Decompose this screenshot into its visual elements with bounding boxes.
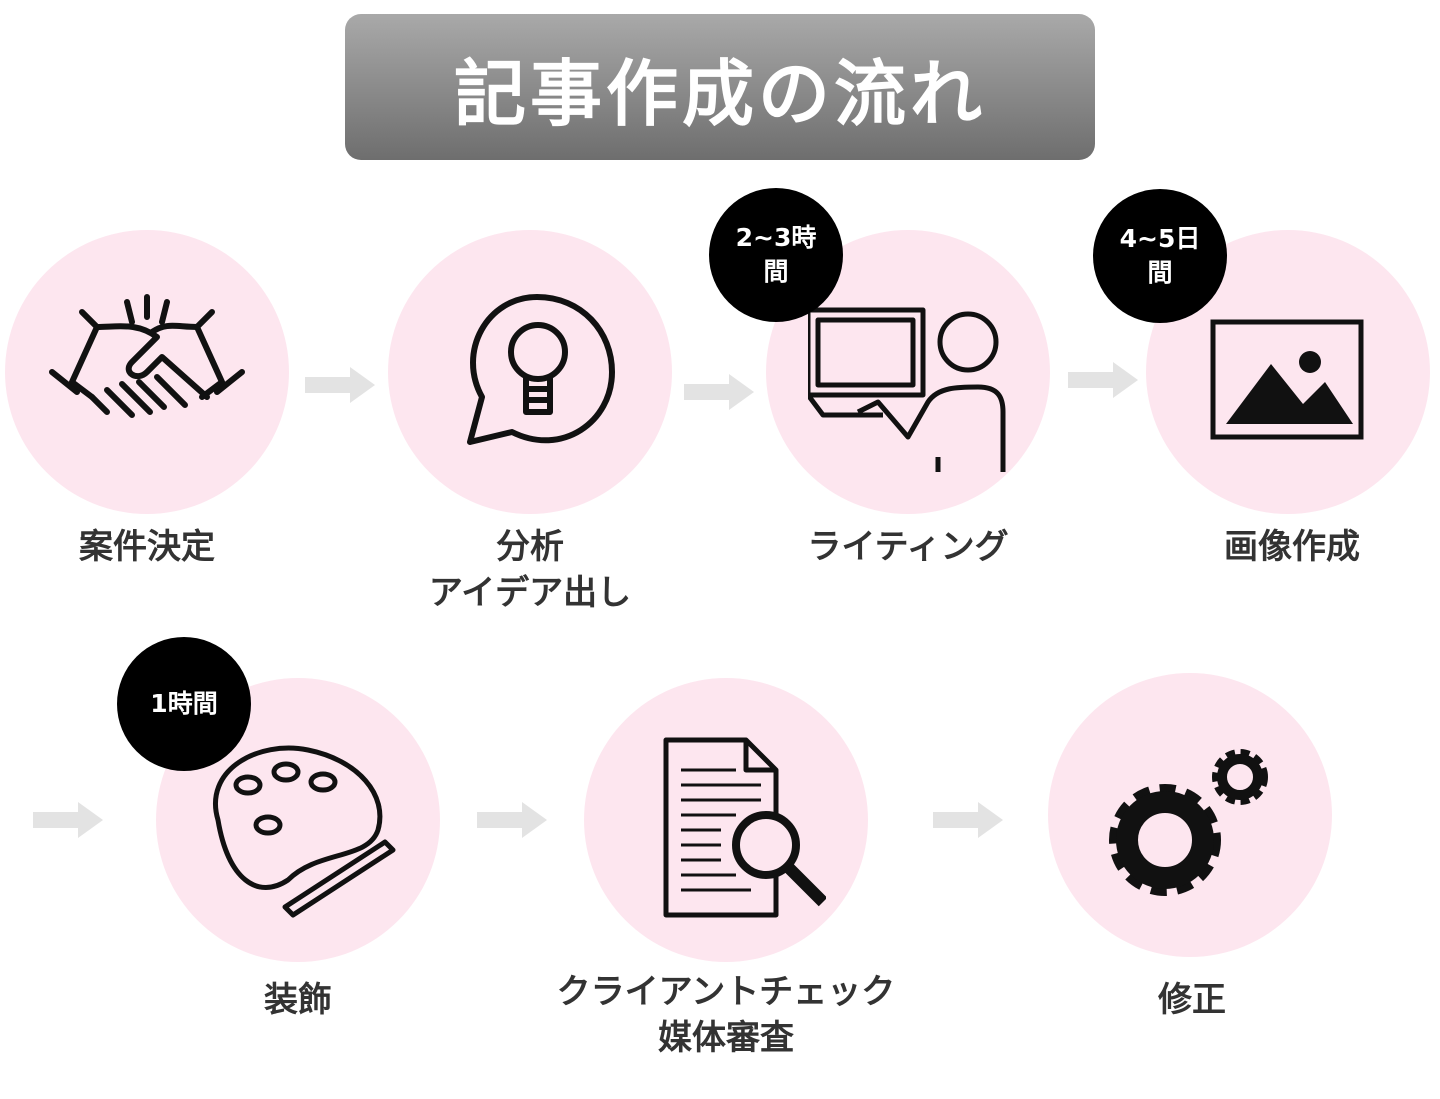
step-label: 案件決定 [79, 527, 215, 567]
step-label: 装飾 [264, 980, 332, 1020]
handshake-icon [49, 294, 245, 418]
arrow-right-icon [33, 802, 103, 838]
step-circle-case-decision [5, 230, 289, 514]
arrow-right-icon [1068, 362, 1138, 398]
paint-palette-icon [213, 745, 396, 918]
step-label: 修正 [1158, 980, 1226, 1020]
image-icon [1210, 319, 1364, 440]
page-title: 記事作成の流れ [345, 14, 1095, 160]
person-at-computer-icon [808, 307, 1006, 472]
lightbulb-speech-icon [467, 294, 615, 445]
duration-badge: 4~5日間 [1093, 189, 1227, 323]
document-magnifier-icon [663, 737, 826, 918]
arrow-right-icon [305, 367, 375, 403]
step-circle-client-check [584, 678, 868, 962]
step-label-line2: アイデア出し [428, 572, 632, 613]
duration-text: 2~3時間 [735, 223, 817, 286]
arrow-right-icon [933, 802, 1003, 838]
step-label: クライアントチェック媒体審査 [546, 970, 906, 1062]
arrow-right-icon [684, 374, 754, 410]
step-label-line2: 媒体審査 [658, 1017, 794, 1058]
arrow-right-icon [477, 802, 547, 838]
step-label: 分析アイデア出し [350, 525, 710, 617]
step-label-line1: クライアントチェック [556, 972, 896, 1012]
step-label: 画像作成 [1224, 527, 1360, 567]
step-label: ライティング [807, 527, 1009, 567]
duration-text: 1時間 [150, 689, 218, 719]
duration-text: 4~5日間 [1119, 224, 1201, 287]
step-circle-analysis [388, 230, 672, 514]
duration-badge: 1時間 [117, 637, 251, 771]
step-circle-revision [1048, 673, 1332, 957]
step-label-line1: 分析 [496, 527, 564, 567]
duration-badge: 2~3時間 [709, 188, 843, 322]
gears-icon [1109, 749, 1268, 896]
